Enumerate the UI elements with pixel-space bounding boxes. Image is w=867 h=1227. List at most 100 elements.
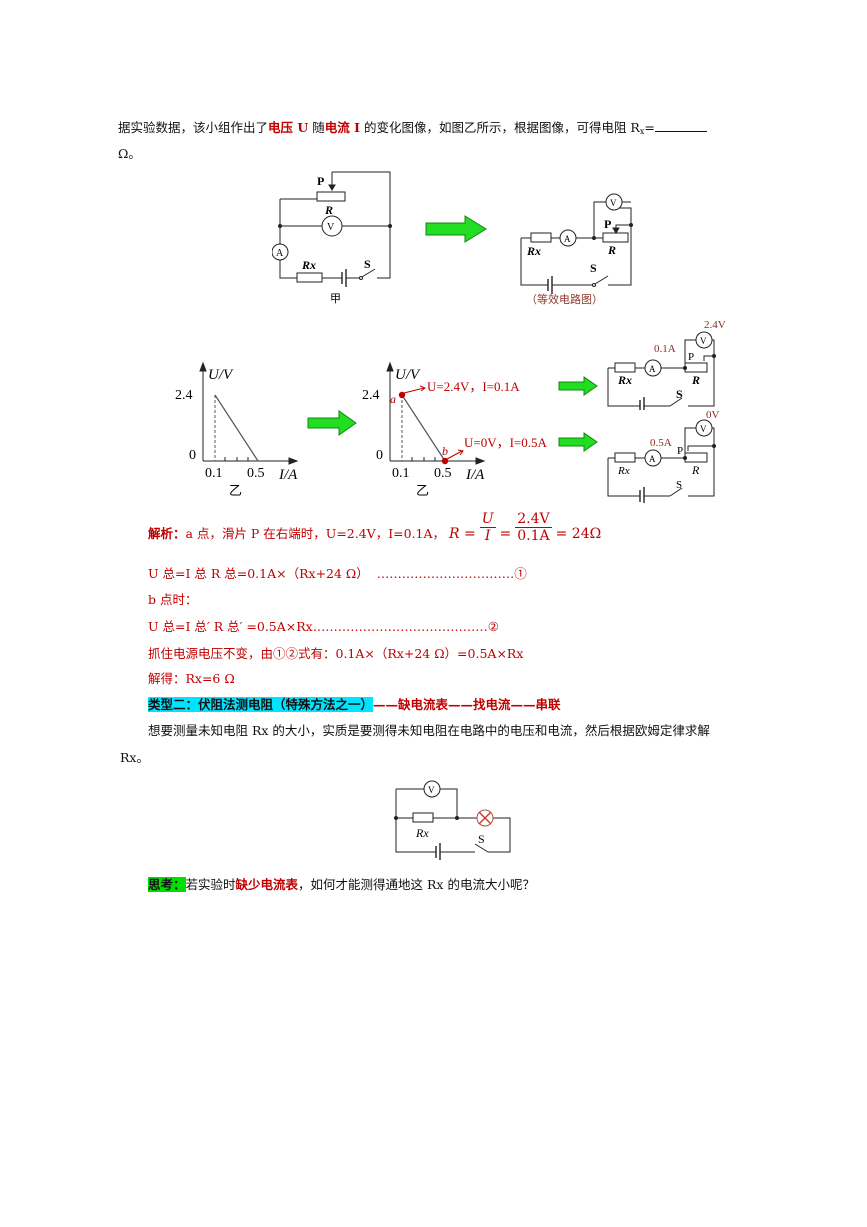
graph-caption: 乙	[416, 483, 429, 498]
intro-text-4: =	[644, 120, 655, 135]
current-reading: 0.5A	[650, 437, 672, 449]
circuit-diagram-jia: P R V A Rx S 甲	[272, 171, 392, 305]
label-r: R	[691, 463, 700, 477]
point-b-label: b	[442, 444, 448, 458]
voltage-reading: 0V	[706, 409, 720, 421]
think-text-1: 若实验时	[185, 877, 236, 892]
arrow-right-icon	[425, 215, 487, 243]
section2-heading: 类型二：伏阻法测电阻（特殊方法之一）——缺电流表——找电流——串联	[148, 697, 561, 713]
analysis-result: 解得：Rx=6 Ω	[148, 671, 235, 686]
label-rx: Rx	[415, 826, 429, 840]
ammeter-label: A	[564, 234, 571, 244]
ui-graph-2-annotated: U/V 2.4 0 0.1 0.5 I/A 乙 a b U=2.4V，I=0.1…	[362, 361, 548, 498]
think-highlight: 缺少电流表	[235, 877, 299, 892]
ui-graph-1: U/V 2.4 0 0.1 0.5 I/A 乙	[175, 361, 299, 498]
x-axis-label: I/A	[278, 467, 298, 483]
y-tick-zero: 0	[189, 448, 196, 463]
label-rx: Rx	[617, 373, 632, 387]
label-p: P	[317, 174, 324, 188]
think-label: 思考：	[148, 877, 186, 892]
voltmeter-label: V	[327, 222, 335, 233]
x-axis-label: I/A	[465, 467, 485, 483]
y-tick-top: 2.4	[175, 388, 193, 403]
y-tick-zero: 0	[376, 448, 383, 463]
voltmeter-label: V	[700, 424, 707, 434]
section2-title: 类型二：伏阻法测电阻（特殊方法之一）	[148, 697, 374, 712]
junction-dot	[388, 224, 392, 228]
analysis-text: a 点，滑片 P 在右端时，U=2.4V，I=0.1A，	[185, 526, 446, 541]
analysis-label: 解析：	[148, 526, 186, 541]
section2-para-line1: 想要测量未知电阻 Rx 的大小，实质是要测得未知电阻在电路中的电压和电流，然后根…	[148, 723, 710, 738]
label-s: S	[676, 479, 682, 491]
graph-caption: 乙	[229, 483, 242, 498]
point-a-label: a	[390, 392, 396, 406]
voltmeter-label: V	[700, 336, 707, 346]
circuit-diagram-case-a: 0.1A 2.4V P R V A Rx S	[607, 319, 726, 410]
analysis-eq3: 抓住电源电压不变，由①②式有：0.1A×（Rx+24 Ω）=0.5A×Rx	[148, 646, 524, 661]
label-p: P	[604, 217, 611, 231]
current-reading: 0.1A	[654, 343, 676, 355]
label-rx: Rx	[526, 244, 541, 258]
ammeter-label: A	[276, 248, 284, 259]
point-b-marker	[441, 457, 449, 465]
junction-dot	[592, 236, 596, 240]
circuit-diagram-voltmeter-only: V Rx S	[394, 780, 511, 860]
circuit-diagram-case-b: 0.5A 0V P R V A Rx S	[607, 409, 720, 503]
think-text-2: ，如何才能测得通地这 Rx 的电流大小呢？	[298, 877, 535, 892]
label-r: R	[607, 243, 616, 257]
y-axis-label: U/V	[208, 367, 234, 383]
analysis-eq1: U 总=I 总 R 总=0.1A×（Rx+24 Ω） ……………………………①	[148, 566, 527, 581]
voltmeter-label: V	[428, 785, 435, 795]
intro-paragraph: 据实验数据，该小组作出了电压 U 随电流 I 的变化图像，如图乙所示，根据图像，…	[118, 119, 707, 140]
annotation-b: U=0V，I=0.5A	[464, 435, 548, 450]
annotation-a: U=2.4V，I=0.1A	[427, 379, 520, 394]
ammeter-label: A	[649, 364, 656, 374]
intro-highlight-current: 电流 I	[324, 120, 360, 135]
circuit-diagram-equivalent: P R V A Rx S （等效电路图）	[520, 193, 633, 306]
label-s: S	[478, 832, 485, 846]
formula-rhs: = 24Ω	[555, 526, 602, 542]
label-r: R	[691, 373, 700, 387]
voltage-reading: 2.4V	[704, 319, 726, 331]
label-rx: Rx	[301, 258, 316, 272]
section2-subtitle: ——缺电流表——找电流——串联	[373, 697, 561, 712]
junction-dot	[278, 224, 282, 228]
section2-para-line2: Rx。	[120, 750, 149, 765]
intro-text-2: 随	[308, 120, 325, 135]
label-p: P	[677, 445, 683, 457]
point-a-marker	[398, 391, 406, 399]
label-s: S	[364, 257, 371, 271]
arrow-right-icon	[558, 432, 598, 452]
intro-subscript: x	[639, 127, 645, 136]
x-tick-2: 0.5	[247, 466, 265, 481]
label-rx: Rx	[617, 465, 630, 477]
caption-jia: 甲	[330, 293, 341, 305]
arrow-right-icon	[307, 410, 357, 436]
label-p: P	[688, 351, 694, 363]
intro-text-3: 的变化图像，如图乙所示，根据图像，可得电阻 R	[359, 120, 640, 135]
intro-line2: Ω。	[118, 146, 141, 161]
label-s: S	[676, 387, 683, 401]
think-paragraph: 思考：若实验时缺少电流表，如何才能测得通地这 Rx 的电流大小呢？	[148, 877, 535, 893]
intro-highlight-voltage: 电压 U	[268, 120, 309, 135]
x-tick-1: 0.1	[205, 466, 223, 481]
answer-blank[interactable]	[654, 119, 707, 132]
ammeter-label: A	[649, 454, 656, 464]
y-axis-label: U/V	[395, 367, 421, 383]
y-tick-top: 2.4	[362, 388, 380, 403]
arrow-right-icon	[558, 376, 598, 396]
caption-equivalent: （等效电路图）	[526, 292, 603, 306]
label-r: R	[324, 203, 333, 217]
junction-dot	[629, 223, 633, 227]
formula-lhs: R =	[449, 526, 476, 542]
intro-text-1: 据实验数据，该小组作出了	[118, 120, 269, 135]
x-tick-2: 0.5	[434, 466, 452, 481]
x-tick-1: 0.1	[392, 466, 410, 481]
label-s: S	[590, 261, 597, 275]
analysis-b-point: b 点时：	[148, 592, 198, 607]
voltmeter-label: V	[610, 198, 617, 208]
analysis-eq2: U 总=I 总′ R 总′ =0.5A×Rx……………………………………②	[148, 619, 499, 634]
